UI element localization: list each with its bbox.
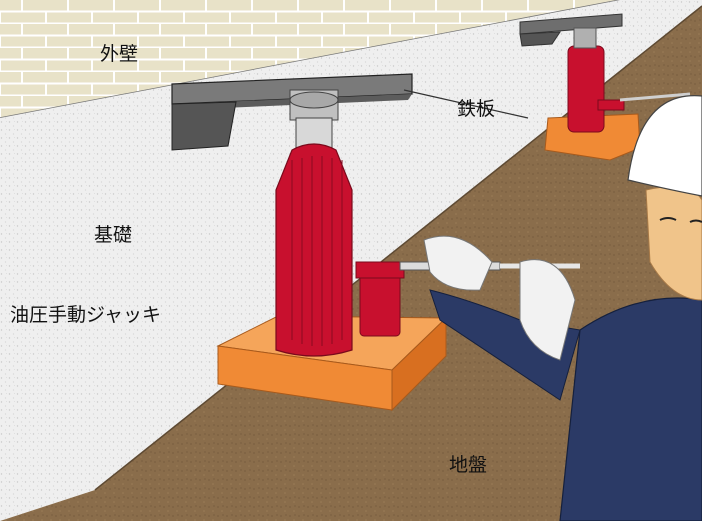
outer-wall-label: 外壁 (100, 43, 139, 65)
hydraulic-jack-label: 油圧手動ジャッキ (10, 304, 162, 326)
worker-icon (423, 95, 702, 521)
hydraulic-jack-icon (544, 27, 691, 161)
steel-plate-icon (171, 73, 413, 151)
ground-area (0, 6, 702, 521)
foundation-label: 基礎 (94, 224, 133, 246)
steel-plate-icon (519, 13, 623, 47)
steel-plate-label: 鉄板 (457, 98, 496, 120)
steel-plate-leader (403, 89, 529, 119)
ground-label: 地盤 (449, 454, 488, 476)
